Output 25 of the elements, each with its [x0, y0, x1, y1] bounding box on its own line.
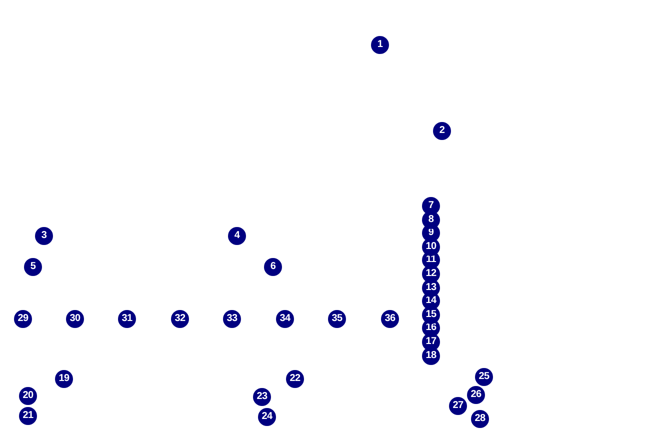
callout-number: 19 — [55, 370, 73, 388]
callout-number: 34 — [276, 310, 294, 328]
callout-number: 33 — [223, 310, 241, 328]
callout-number: 25 — [475, 368, 493, 386]
callout-number: 7 — [422, 197, 440, 215]
callout-number: 6 — [264, 258, 282, 276]
callout-number: 23 — [253, 388, 271, 406]
callout-number: 22 — [286, 370, 304, 388]
callout-number: 5 — [24, 258, 42, 276]
callout-number: 28 — [471, 410, 489, 428]
callout-number: 36 — [381, 310, 399, 328]
callout-number: 4 — [228, 227, 246, 245]
callout-number: 20 — [19, 387, 37, 405]
callout-number: 3 — [35, 227, 53, 245]
callout-number: 27 — [449, 397, 467, 415]
callout-number: 29 — [14, 310, 32, 328]
callout-number: 2 — [433, 122, 451, 140]
callout-number: 1 — [371, 36, 389, 54]
callout-number: 35 — [328, 310, 346, 328]
callout-number: 31 — [118, 310, 136, 328]
callout-number: 24 — [258, 408, 276, 426]
callout-number: 32 — [171, 310, 189, 328]
callout-number: 26 — [467, 386, 485, 404]
callout-number: 30 — [66, 310, 84, 328]
callout-number: 21 — [19, 407, 37, 425]
